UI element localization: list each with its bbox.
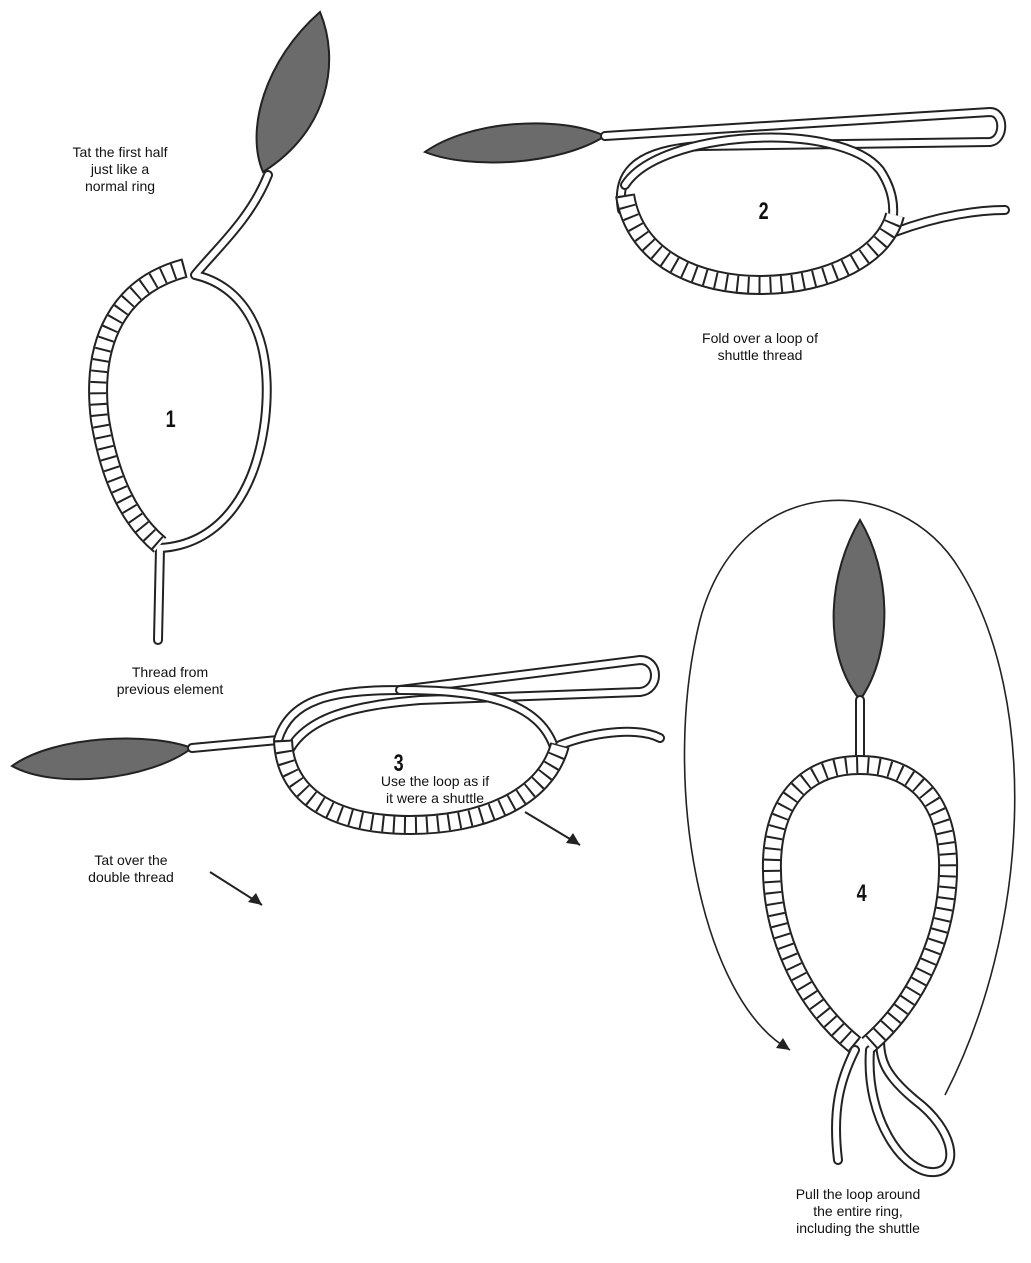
step-1-shuttle — [257, 12, 330, 172]
step-1-figure — [98, 12, 329, 640]
step-3-top-caption: Use the loop as if it were a shuttle — [345, 773, 525, 807]
step-2-figure — [425, 112, 1005, 285]
step-1-number: 1 — [166, 406, 176, 434]
step-4-bottom-caption: Pull the loop around the entire ring, in… — [758, 1186, 958, 1237]
step-1-top-caption: Tat the first half just like a normal ri… — [40, 144, 200, 195]
step-4-figure — [684, 500, 1014, 1172]
step-2-shuttle — [425, 123, 605, 162]
step-3-loop — [278, 660, 655, 760]
step-1-bottom-caption: Thread from previous element — [90, 664, 250, 698]
step-2-number: 2 — [759, 198, 769, 226]
step-3-left-caption: Tat over the double thread — [56, 852, 206, 886]
step-4-shuttle — [834, 520, 885, 700]
step-3-shuttle — [12, 738, 192, 779]
step-4-number: 4 — [857, 880, 867, 908]
step-2-bottom-caption: Fold over a loop of shuttle thread — [670, 330, 850, 364]
